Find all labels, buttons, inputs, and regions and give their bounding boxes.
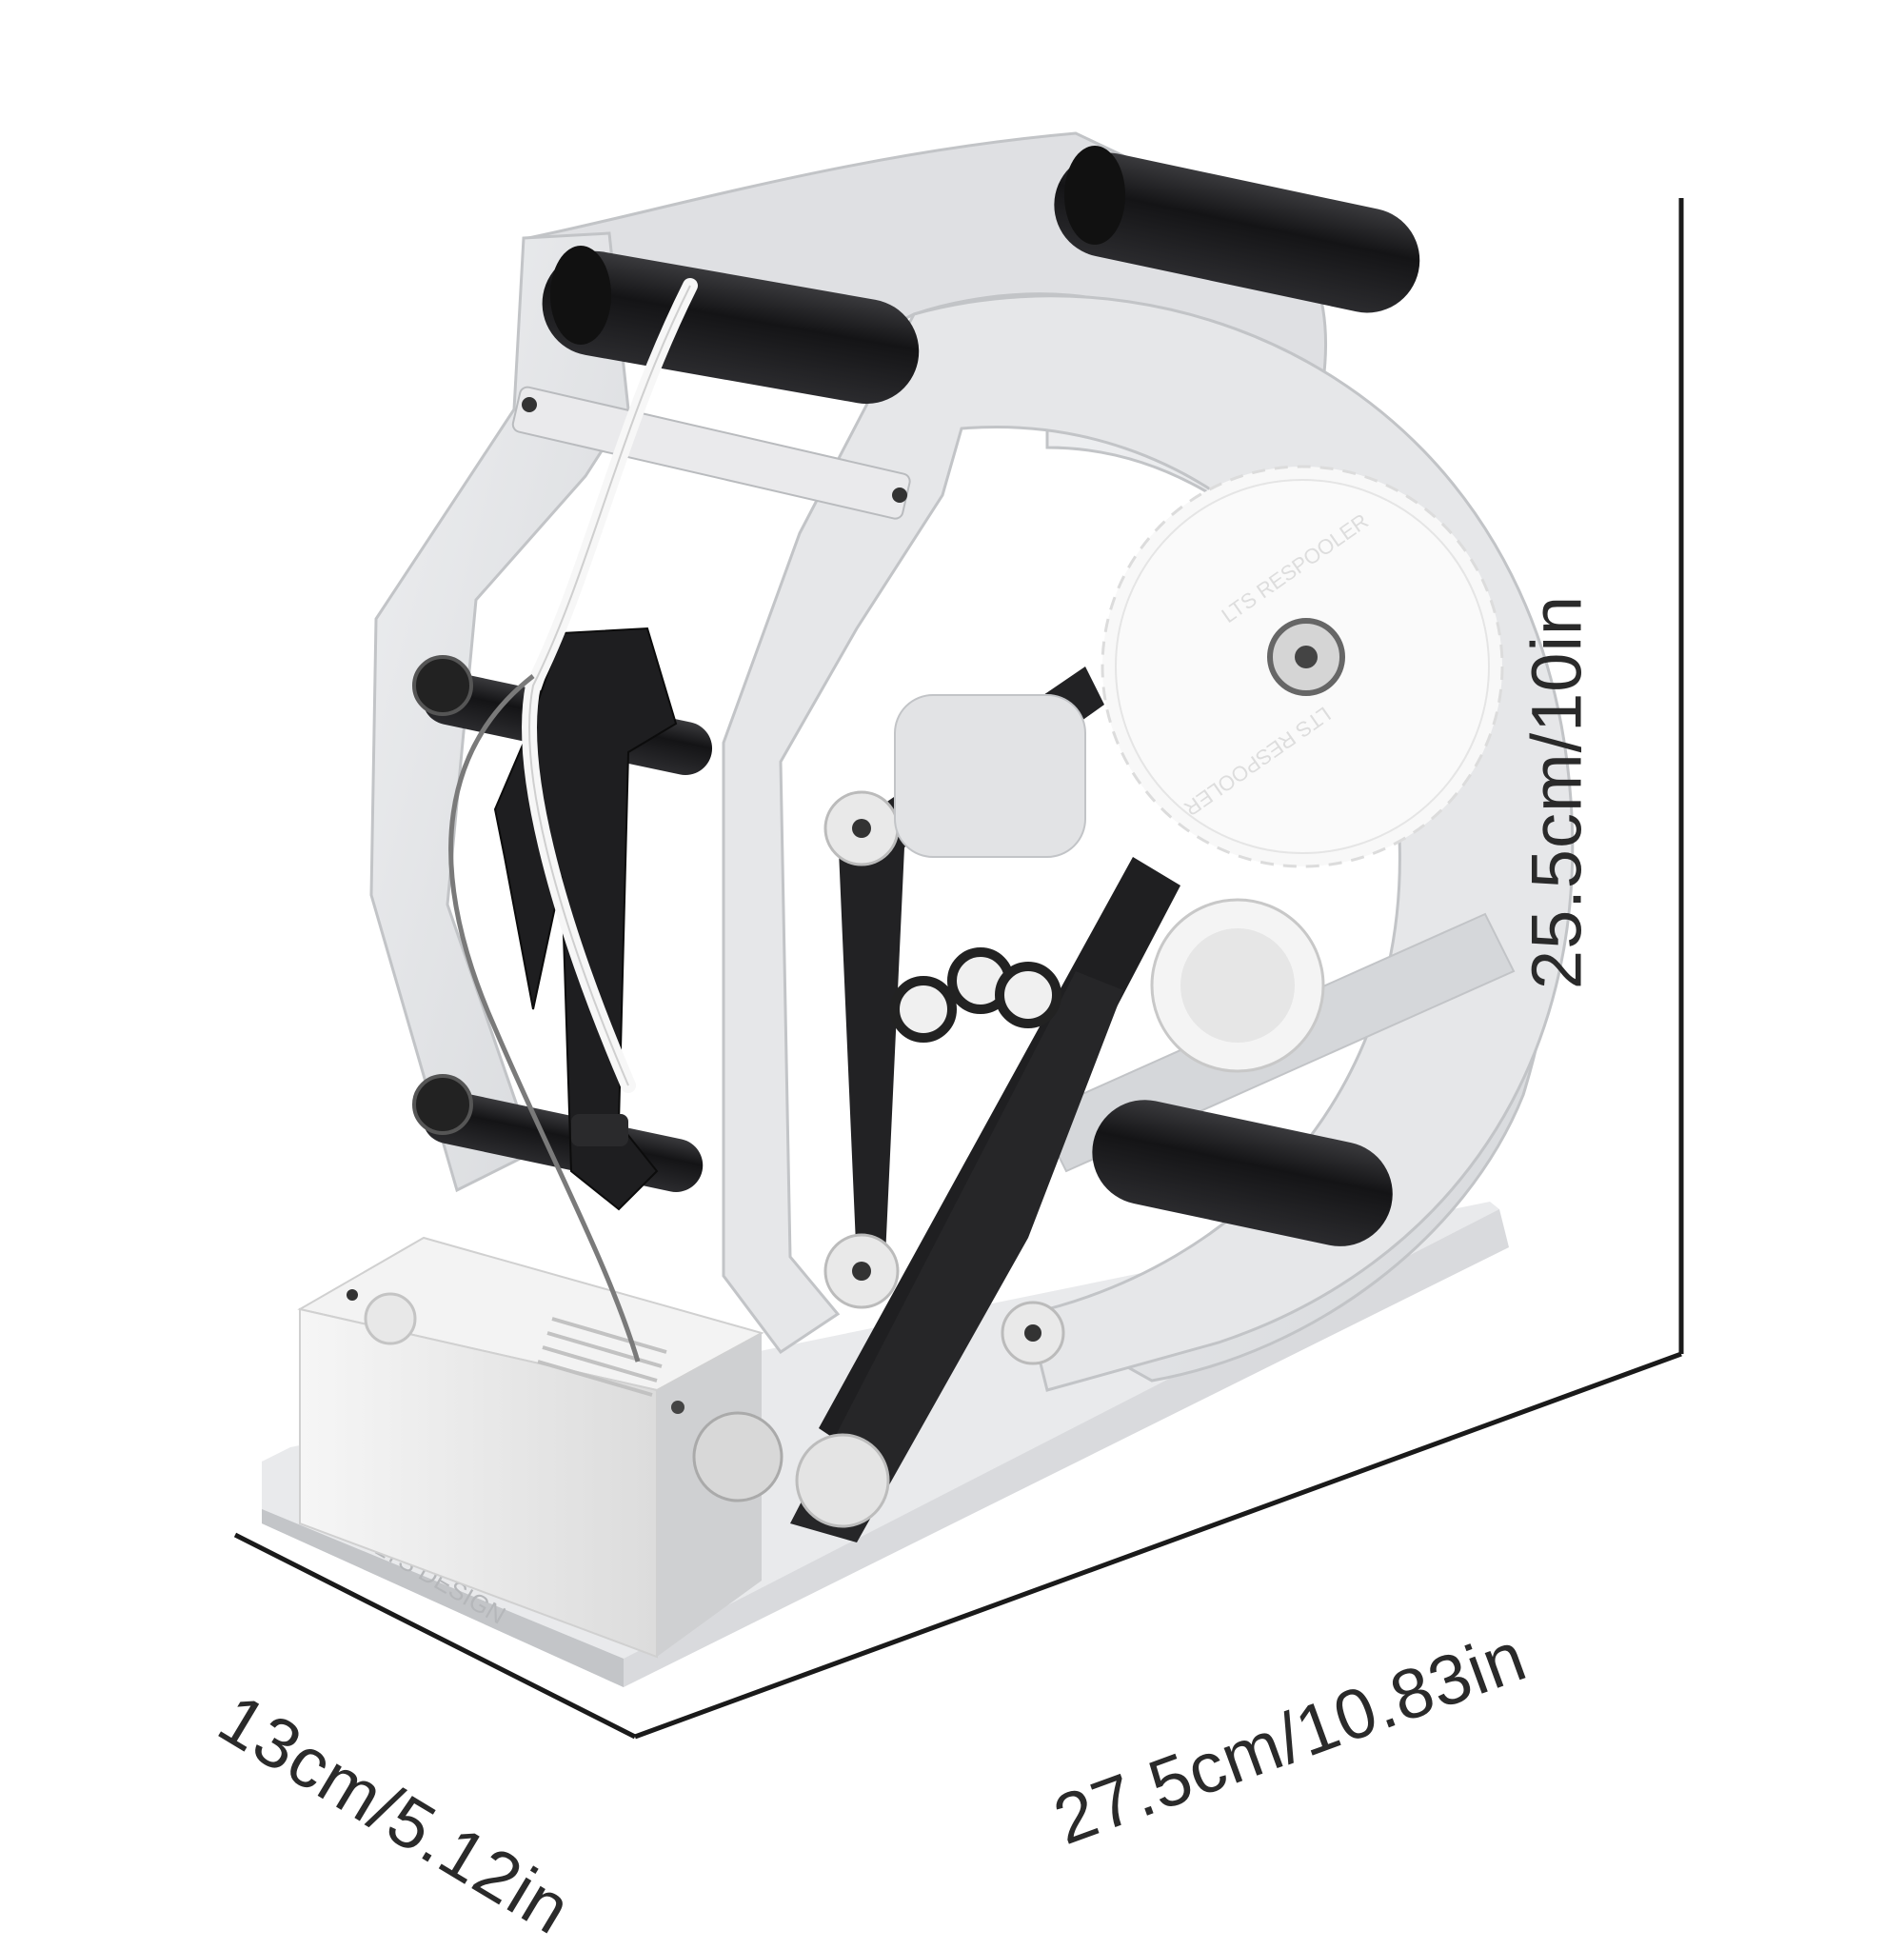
height-dimension-label: 25.5cm/10in (1517, 594, 1597, 990)
vent-slots (537, 1317, 667, 1397)
belt-drive (692, 667, 1325, 1542)
product-photo: LTS DESIGN (233, 131, 1684, 1740)
tension-pulley-1 (890, 976, 957, 1043)
motor-shaft (692, 1411, 783, 1502)
filament-path (448, 278, 698, 1363)
depth-dimension-line (233, 1532, 637, 1740)
tension-pulley-3 (995, 962, 1061, 1028)
dimension-lines (233, 198, 1684, 1740)
indicator-light (347, 1289, 358, 1301)
top-left-roller (542, 246, 920, 405)
large-spur-gear: LTS RESPOOLER LTS RESPOOLER (1101, 465, 1504, 868)
sensor-wire (448, 674, 641, 1363)
motor-housing (894, 694, 1086, 858)
power-button[interactable] (364, 1292, 417, 1345)
control-box (297, 1236, 764, 1659)
usb-port (671, 1401, 684, 1414)
filament-guide-arm (493, 627, 678, 1211)
top-right-roller (1054, 146, 1420, 313)
timing-belt-lower (790, 971, 1123, 1542)
width-dimension-line (634, 1351, 1682, 1740)
drive-pulley (795, 1433, 890, 1528)
bottom-right-roller (1092, 1100, 1393, 1246)
